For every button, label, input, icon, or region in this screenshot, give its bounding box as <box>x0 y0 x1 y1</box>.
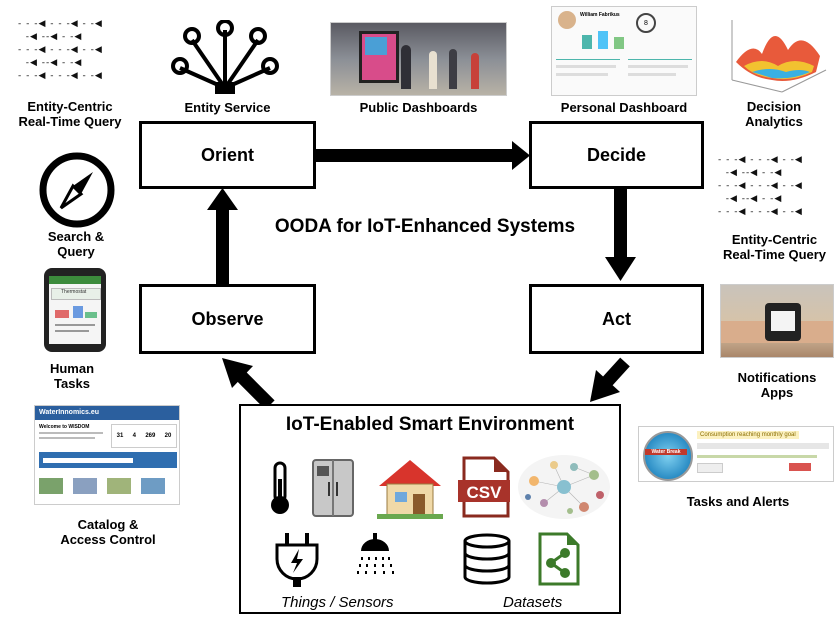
entity-service-hub-icon <box>171 20 279 94</box>
fridge-icon <box>312 459 354 517</box>
act-label: Act <box>601 308 631 329</box>
smartphone-task-screenshot: Thermostat <box>44 268 106 352</box>
environment-box: IoT-Enabled Smart Environment CSV <box>239 404 621 614</box>
csv-label: CSV <box>466 483 502 502</box>
arrow-observe-to-orient <box>207 188 238 284</box>
orient-box: Orient <box>139 121 316 189</box>
catalog-header: WaterInnomics.eu <box>35 406 179 420</box>
catalog-portal-screenshot: WaterInnomics.eu Welcome to WISDOM 31 4 … <box>34 405 180 505</box>
alert-banner: Consumption reaching monthly goal <box>697 431 799 439</box>
dashboard-stat: 8 <box>636 13 656 33</box>
entity-service-label: Entity Service <box>184 100 271 115</box>
search-query-label: Search & Query <box>47 229 105 259</box>
orient-label: Orient <box>200 144 254 165</box>
decide-label: Decide <box>586 144 647 165</box>
tasks-alerts-label: Tasks and Alerts <box>686 494 790 509</box>
entity-query-stream-left: - - -◀ - - -◀ - -◀ -◀ --◀ - -◀ - - -◀ - … <box>18 19 103 81</box>
entity-query-stream-right: - - -◀ - - -◀ - -◀ -◀ --◀ - -◀ - - -◀ - … <box>718 155 803 217</box>
shared-document-icon <box>538 532 580 586</box>
arrow-orient-to-decide <box>316 141 530 170</box>
observe-box: Observe <box>139 284 316 354</box>
sprinkler-icon <box>357 533 394 574</box>
arrow-decide-to-act <box>605 189 636 281</box>
entity-query-left-label: Entity-Centric Real-Time Query <box>18 99 122 129</box>
things-sensors-label: Things / Sensors <box>281 594 394 611</box>
personal-dashboard-label: Personal Dashboard <box>560 100 688 115</box>
power-plug-icon <box>275 533 319 587</box>
center-title: OODA for IoT-Enhanced Systems <box>274 216 576 237</box>
notifications-apps-label: Notifications Apps <box>737 370 817 400</box>
house-icon <box>377 460 443 519</box>
tasks-alerts-screenshot: Water Break Consumption reaching monthly… <box>638 426 834 482</box>
public-dashboards-label: Public Dashboards <box>359 100 478 115</box>
arrow-act-to-environment <box>590 357 630 402</box>
linked-data-cloud-icon <box>518 455 610 519</box>
decide-box: Decide <box>529 121 704 189</box>
dashboard-user-name: William Fabrikus <box>580 12 620 18</box>
compass-icon <box>39 152 115 228</box>
thermometer-icon <box>271 461 289 514</box>
alert-logo-text: Water Break <box>645 449 687 455</box>
analytics-surface-plot-icon <box>731 20 827 93</box>
database-icon <box>463 533 511 585</box>
csv-file-icon <box>458 456 510 518</box>
personal-dashboard-screenshot: William Fabrikus 8 <box>551 6 697 96</box>
environment-title: IoT-Enabled Smart Environment <box>285 414 575 435</box>
public-dashboards-photo <box>330 22 507 96</box>
datasets-label: Datasets <box>503 594 563 611</box>
observe-label: Observe <box>191 308 264 329</box>
act-box: Act <box>529 284 704 354</box>
decision-analytics-label: Decision Analytics <box>745 99 803 129</box>
smartwatch-photo <box>720 284 834 358</box>
catalog-access-label: Catalog & Access Control <box>60 517 156 547</box>
catalog-welcome: Welcome to WISDOM <box>39 424 90 430</box>
phone-app-title: Thermostat <box>61 289 87 295</box>
entity-query-right-label: Entity-Centric Real-Time Query <box>722 232 827 262</box>
arrow-environment-to-observe <box>222 358 275 410</box>
human-tasks-label: Human Tasks <box>49 361 95 391</box>
